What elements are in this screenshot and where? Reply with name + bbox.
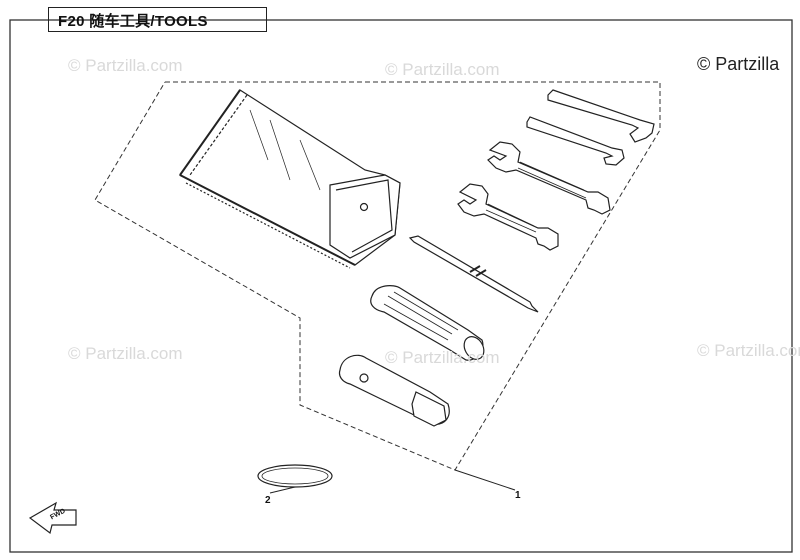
o-ring-inner [261,467,329,485]
leader-line-2 [269,486,296,494]
fwd-arrow-icon [28,501,77,535]
watermark-strong: © Partzilla [697,54,780,74]
hex-key-small [526,116,625,166]
hex-key-large [547,89,655,143]
watermark: © Partzilla.com [385,348,500,367]
watermark: © Partzilla.com [697,341,800,360]
spark-plug-socket [338,354,450,427]
diagram-title: F20 随车工具/TOOLS [58,13,208,30]
watermark: © Partzilla.com [68,56,183,75]
callout-1: 1 [515,490,521,501]
wrench-upper [487,141,611,215]
watermark: © Partzilla.com [385,60,500,79]
wrench-lower [457,183,559,251]
screwdriver-handle [370,285,485,361]
leader-line-1 [454,469,516,491]
page-border [9,19,793,553]
title-box [48,7,267,32]
watermark: © Partzilla.com [68,344,183,363]
tool-pouch [179,89,401,269]
screwdriver-shaft [408,235,539,313]
callout-2: 2 [265,495,271,506]
